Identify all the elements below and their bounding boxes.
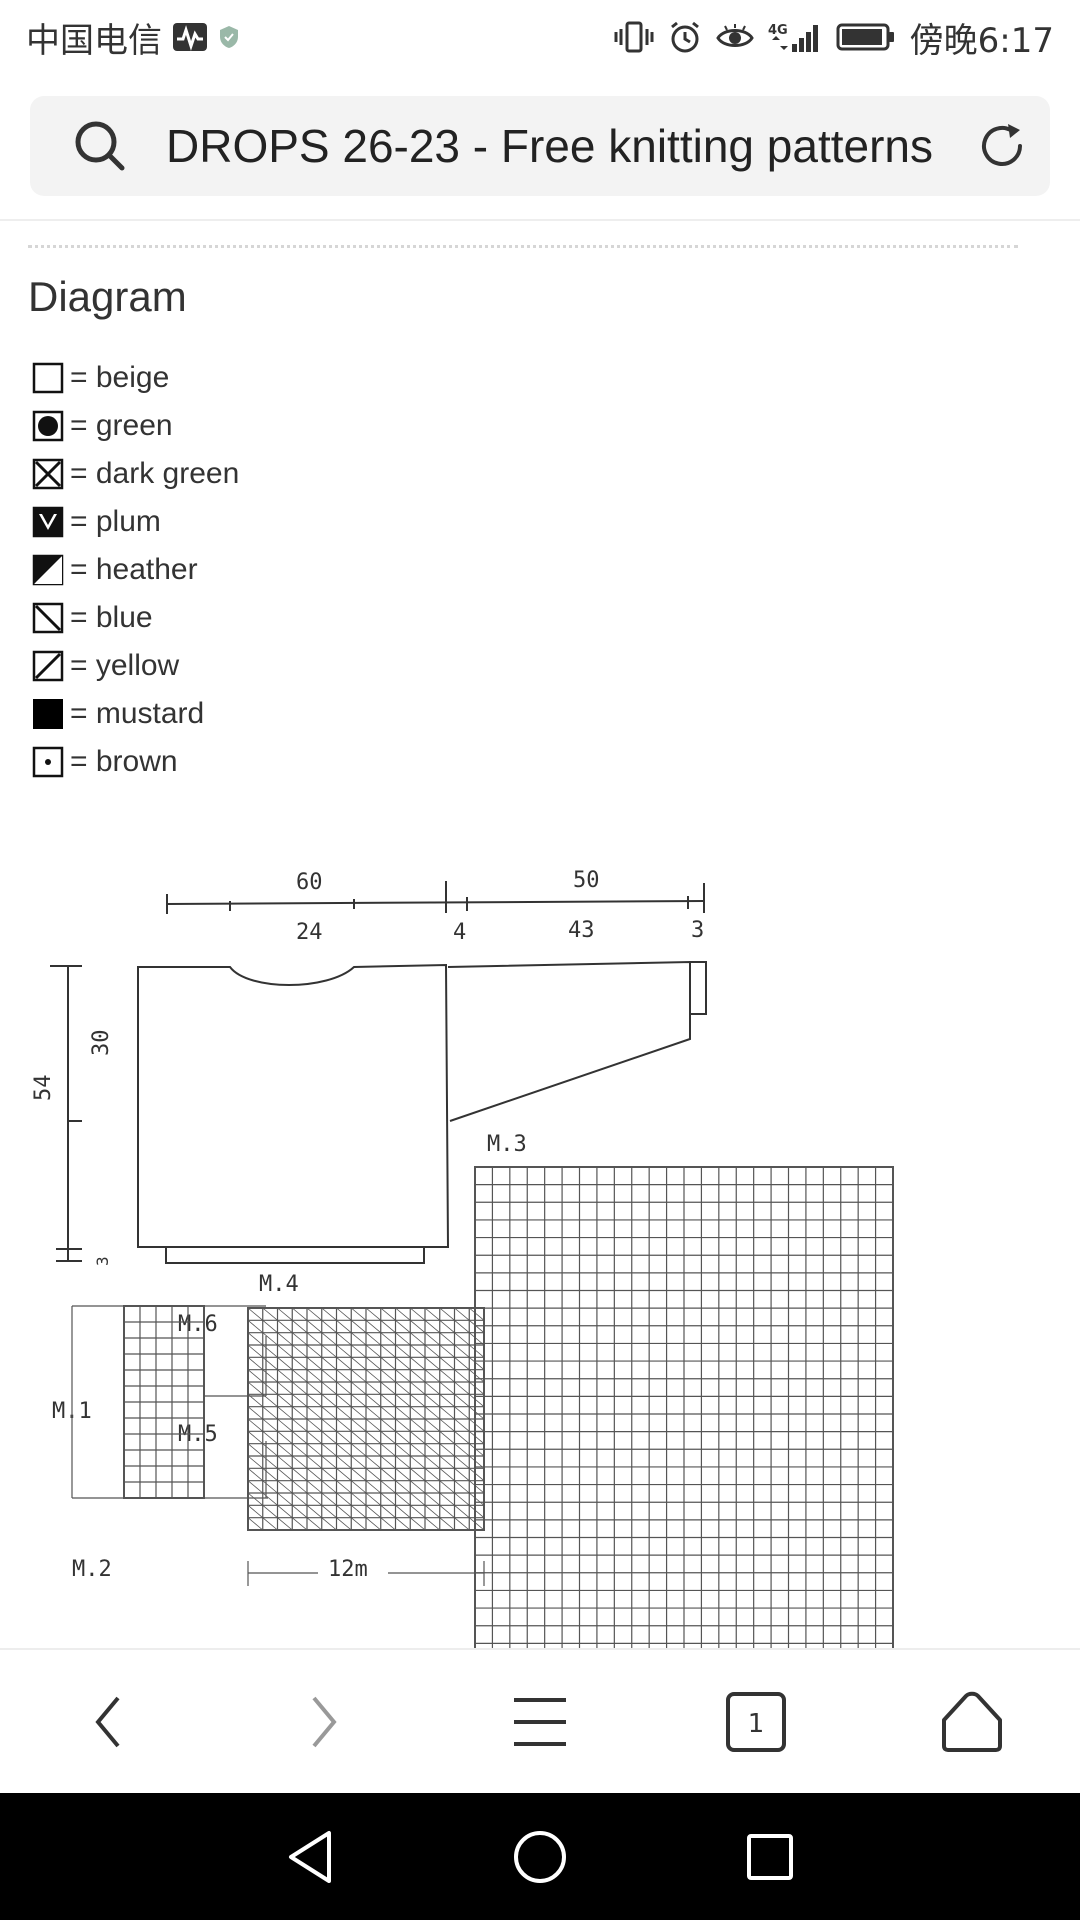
filled-circle-square-icon xyxy=(32,410,64,442)
status-left: 中国电信 xyxy=(26,13,240,62)
chart-m4-grid xyxy=(247,1307,485,1531)
measure-label: 54 xyxy=(31,1075,56,1102)
tab-count: 1 xyxy=(748,1709,765,1739)
chart-label-m2: M.2 xyxy=(72,1557,112,1582)
measure-label: 3 xyxy=(691,918,704,943)
search-icon[interactable] xyxy=(70,116,130,176)
section-title: Diagram xyxy=(28,273,187,320)
browser-bottom-nav: 1 xyxy=(0,1648,1080,1793)
system-nav-bar xyxy=(0,1793,1080,1920)
measure-label: 50 xyxy=(573,868,600,893)
chart-label-m3: M.3 xyxy=(487,1132,527,1157)
knitting-schematic[interactable]: 60 50 24 4 43 3 54 30 3 M.4 M.3 M.6 M.5 … xyxy=(28,801,1018,1648)
chart-width-label: 12m xyxy=(328,1557,368,1582)
legend-label: = heather xyxy=(70,553,198,586)
legend-item: = heather xyxy=(32,546,239,594)
home-button[interactable] xyxy=(912,1662,1032,1782)
color-legend: = beige = green = dark green = plum = he… xyxy=(32,354,239,786)
tabs-icon: 1 xyxy=(726,1691,786,1752)
status-bar: 中国电信 4G 傍晚6:17 xyxy=(0,0,1080,74)
filled-square-icon xyxy=(33,699,63,729)
dot-square-icon xyxy=(32,746,64,778)
tabs-button[interactable]: 1 xyxy=(696,1662,816,1782)
legend-label: = beige xyxy=(70,361,170,394)
measure-label: 24 xyxy=(296,920,323,945)
signal-icon: 4G xyxy=(768,20,822,54)
measure-label: 4 xyxy=(453,920,466,945)
chart-label-m4: M.4 xyxy=(259,1272,299,1297)
dotted-divider xyxy=(28,245,1018,248)
slash-square-icon xyxy=(32,650,64,682)
activity-icon xyxy=(172,21,208,53)
network-type: 4G xyxy=(768,23,788,38)
filled-v-square-icon xyxy=(32,506,64,538)
legend-label: = plum xyxy=(70,505,161,538)
system-home-button[interactable] xyxy=(500,1817,580,1897)
system-back-button[interactable] xyxy=(270,1817,350,1897)
vibrate-icon xyxy=(614,20,654,54)
triangle-back-icon xyxy=(289,1830,331,1883)
legend-item: = mustard xyxy=(32,690,239,738)
legend-label: = green xyxy=(70,409,173,442)
empty-square-icon xyxy=(32,362,64,394)
status-right: 4G 傍晚6:17 xyxy=(614,13,1054,62)
carrier-name: 中国电信 xyxy=(26,20,162,61)
legend-label: = blue xyxy=(70,601,153,634)
legend-item: = plum xyxy=(32,498,239,546)
measure-label: 3 xyxy=(93,1256,112,1266)
legend-item: = dark green xyxy=(32,450,239,498)
reload-icon[interactable] xyxy=(974,118,1030,174)
alarm-icon xyxy=(668,20,702,54)
address-bar-divider xyxy=(0,219,1080,221)
system-recents-button[interactable] xyxy=(730,1817,810,1897)
address-bar[interactable]: DROPS 26-23 - Free knitting patterns xyxy=(30,96,1050,196)
legend-item: = beige xyxy=(32,354,239,402)
legend-item: = yellow xyxy=(32,642,239,690)
legend-label: = brown xyxy=(70,745,178,778)
forward-button[interactable] xyxy=(264,1662,384,1782)
legend-label: = mustard xyxy=(70,697,205,730)
half-filled-square-icon xyxy=(32,554,64,586)
hamburger-menu-icon xyxy=(514,1697,566,1746)
chart-m3-grid xyxy=(474,1166,894,1648)
measure-label: 30 xyxy=(89,1030,114,1057)
battery-icon xyxy=(836,22,896,52)
page-title[interactable]: DROPS 26-23 - Free knitting patterns xyxy=(166,120,933,172)
circle-home-icon xyxy=(514,1830,566,1883)
chevron-left-icon xyxy=(95,1696,120,1747)
legend-label: = yellow xyxy=(70,649,180,682)
measure-label: 60 xyxy=(296,870,323,895)
page-content[interactable]: Diagram = beige = green = dark green = p… xyxy=(0,221,1080,1648)
legend-item: = green xyxy=(32,402,239,450)
menu-button[interactable] xyxy=(480,1662,600,1782)
clock-time: 傍晚6:17 xyxy=(909,20,1054,61)
chart-label-m6: M.6 xyxy=(178,1312,218,1337)
shield-icon xyxy=(218,24,240,50)
cross-square-icon xyxy=(32,458,64,490)
chart-m1-grid xyxy=(71,1305,485,1586)
measure-label: 43 xyxy=(568,918,595,943)
square-recents-icon xyxy=(747,1833,793,1880)
legend-item: = brown xyxy=(32,738,239,786)
home-icon xyxy=(942,1691,1002,1752)
legend-item: = blue xyxy=(32,594,239,642)
chevron-right-icon xyxy=(312,1696,337,1747)
backslash-square-icon xyxy=(32,602,64,634)
back-button[interactable] xyxy=(48,1662,168,1782)
eye-icon xyxy=(715,22,754,52)
legend-label: = dark green xyxy=(70,457,240,490)
